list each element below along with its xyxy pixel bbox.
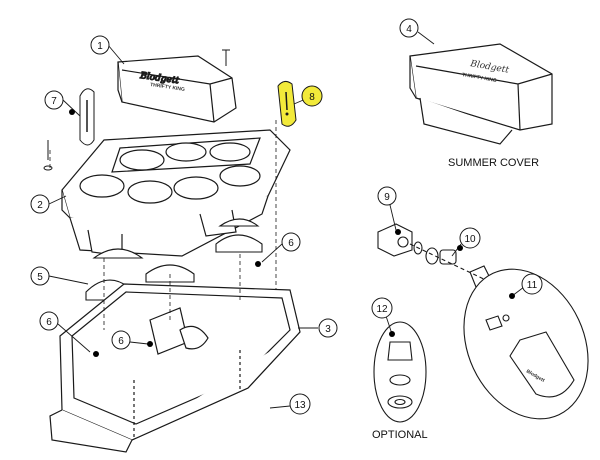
callout-3[interactable]: 3: [318, 318, 338, 338]
svg-text:1: 1: [97, 41, 103, 52]
part-8-highlight: [277, 80, 297, 127]
part-7-strip: [79, 88, 95, 146]
part-11-handle-oval: Blodgett: [463, 268, 589, 420]
part-2-tray: [61, 129, 291, 257]
part-3-base: [49, 283, 301, 453]
callout-1[interactable]: 1: [90, 35, 110, 55]
left-screw: [43, 140, 53, 171]
callout-9[interactable]: 9: [377, 186, 397, 206]
callout-12[interactable]: 12: [371, 297, 393, 319]
cover-subtitle: THRIFTY KING: [462, 72, 498, 84]
callout-5[interactable]: 5: [30, 266, 50, 286]
callout-8[interactable]: 8: [301, 85, 323, 107]
callout-7[interactable]: 7: [44, 90, 64, 110]
svg-text:3: 3: [325, 324, 331, 335]
svg-text:6: 6: [118, 336, 124, 347]
svg-text:10: 10: [464, 234, 476, 245]
svg-text:13: 13: [294, 400, 306, 411]
svg-text:2: 2: [37, 200, 43, 211]
callout-13[interactable]: 13: [289, 393, 311, 415]
callout-6-center[interactable]: 6: [111, 330, 131, 350]
part-9-fitting: [377, 223, 413, 257]
svg-text:9: 9: [384, 192, 390, 203]
svg-text:5: 5: [37, 272, 43, 283]
svg-text:4: 4: [406, 24, 412, 35]
callout-6-left[interactable]: 6: [39, 311, 59, 331]
svg-text:8: 8: [309, 92, 315, 103]
lid-subtitle: THRIFTY KING: [150, 82, 186, 93]
svg-text:12: 12: [376, 304, 388, 315]
part-1-lid: Blodgett THRIFTY KING: [117, 55, 237, 123]
callout-11[interactable]: 11: [521, 273, 543, 295]
part-12-optional-oval: [373, 321, 427, 423]
callout-2[interactable]: 2: [30, 194, 50, 214]
callout-dots: [69, 109, 515, 357]
callout-4[interactable]: 4: [399, 18, 419, 38]
optional-caption: OPTIONAL: [372, 429, 428, 441]
svg-text:6: 6: [288, 238, 294, 249]
lid-screw: [222, 49, 230, 66]
part-4-summer-cover: Blodgett THRIFTY KING: [409, 43, 553, 145]
svg-text:11: 11: [527, 280, 538, 291]
summer-cover-caption: SUMMER COVER: [448, 157, 539, 169]
callout-6-right[interactable]: 6: [281, 232, 301, 252]
callout-10[interactable]: 10: [459, 227, 481, 249]
svg-text:6: 6: [46, 317, 52, 328]
svg-text:7: 7: [51, 96, 57, 107]
